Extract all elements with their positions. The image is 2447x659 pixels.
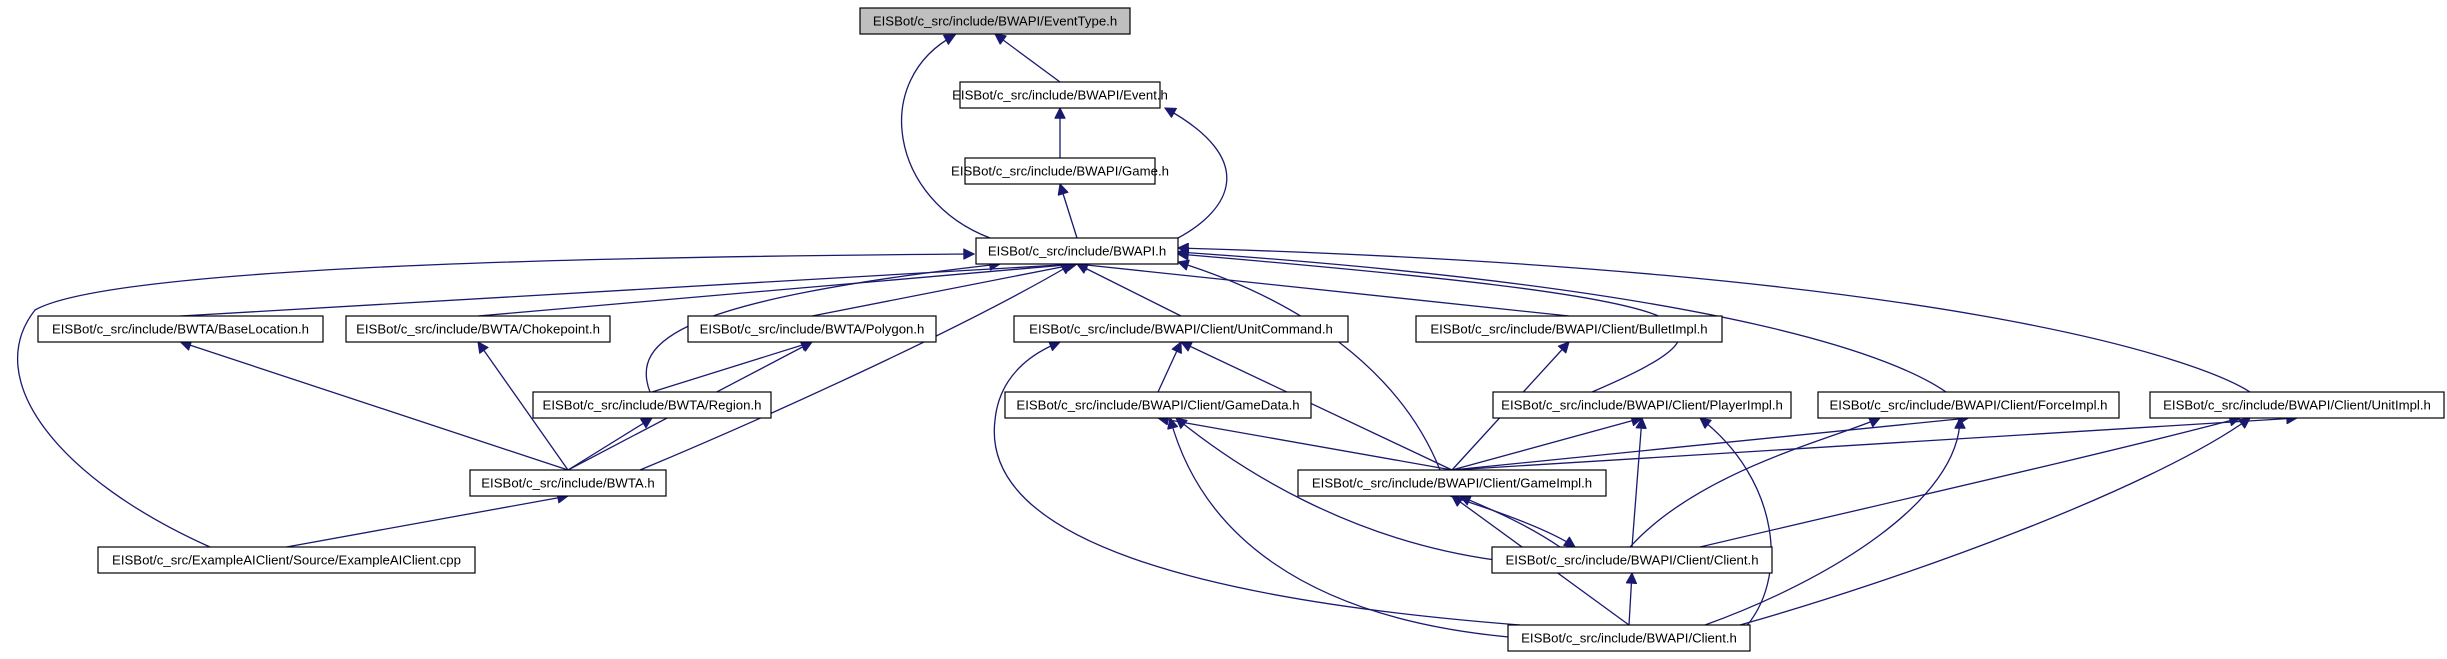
node-label: EISBot/c_src/include/BWTA/Region.h	[543, 398, 762, 413]
node-box	[1507, 624, 1751, 652]
node-box	[1297, 469, 1607, 497]
edge-clienth-to-unitimpl	[1739, 418, 2250, 626]
edge-gameimpl-to-playerimpl	[1451, 418, 1642, 471]
edge-exampleai-to-bwta	[286, 496, 569, 548]
edge-gamedata-to-unitcommand	[1157, 342, 1181, 393]
node-clienth[interactable]: EISBot/c_src/include/BWAPI/Client.h	[1507, 624, 1751, 652]
node-box	[964, 157, 1156, 185]
node-event[interactable]: EISBot/c_src/include/BWAPI/Event.h	[952, 81, 1168, 109]
node-unitcommand[interactable]: EISBot/c_src/include/BWAPI/Client/UnitCo…	[1013, 315, 1349, 343]
node-bwapi[interactable]: EISBot/c_src/include/BWAPI.h	[975, 237, 1179, 265]
edge-clientclient-to-gamedata	[1176, 418, 1496, 561]
edge-bwapi-to-game	[1060, 184, 1078, 239]
edge-gameimpl-to-clientclient	[1449, 495, 1575, 547]
node-polygon[interactable]: EISBot/c_src/include/BWTA/Polygon.h	[687, 315, 937, 343]
node-box	[37, 315, 324, 343]
edge-bwapi-to-eventtype	[900, 34, 991, 239]
node-eventtype: EISBot/c_src/include/BWAPI/EventType.h	[859, 7, 1131, 35]
node-baselocation[interactable]: EISBot/c_src/include/BWTA/BaseLocation.h	[37, 315, 324, 343]
edge-clienth-to-forceimpl	[1704, 418, 1960, 626]
edge-unitimpl-to-bwapi	[1178, 248, 2251, 393]
edge-bwapi-to-event	[1165, 107, 1228, 239]
edge-clienth-to-gamedata	[1170, 418, 1521, 639]
edge-unitcommand-to-bwapi	[1077, 263, 1182, 317]
node-box	[687, 315, 937, 343]
node-bulletimpl[interactable]: EISBot/c_src/include/BWAPI/Client/Bullet…	[1415, 315, 1723, 343]
node-box	[1491, 546, 1773, 574]
node-label: EISBot/c_src/include/BWAPI/Game.h	[951, 164, 1169, 179]
node-game[interactable]: EISBot/c_src/include/BWAPI/Game.h	[951, 157, 1169, 185]
edge-forceimpl-to-bwapi	[1178, 252, 1947, 393]
node-label: EISBot/c_src/include/BWAPI/Event.h	[952, 88, 1168, 103]
node-box	[532, 391, 772, 419]
node-box	[469, 469, 667, 497]
node-bwta[interactable]: EISBot/c_src/include/BWTA.h	[469, 469, 667, 497]
edge-bwta-to-bwapi	[639, 264, 1072, 471]
node-label: EISBot/c_src/include/BWAPI/Client/GameDa…	[1016, 398, 1299, 413]
node-box	[2149, 391, 2445, 419]
edge-clienth-to-clientclient	[1629, 573, 1632, 626]
node-label: EISBot/c_src/include/BWAPI/Client/Bullet…	[1430, 322, 1707, 337]
node-region[interactable]: EISBot/c_src/include/BWTA/Region.h	[532, 391, 772, 419]
node-box	[1415, 315, 1723, 343]
edge-exampleai-to-bwapi	[17, 254, 974, 548]
node-box	[959, 81, 1161, 109]
node-label: EISBot/c_src/include/BWAPI/EventType.h	[873, 14, 1117, 29]
edge-gameimpl-to-gamedata	[1158, 418, 1453, 471]
node-exampleai[interactable]: EISBot/c_src/ExampleAIClient/Source/Exam…	[97, 546, 476, 574]
node-box	[1004, 391, 1312, 419]
node-label: EISBot/c_src/include/BWTA/Chokepoint.h	[356, 322, 600, 337]
node-gameimpl[interactable]: EISBot/c_src/include/BWAPI/Client/GameIm…	[1297, 469, 1607, 497]
edge-bulletimpl-to-bwapi	[1077, 264, 1570, 317]
edge-playerimpl-to-bwapi	[1178, 254, 1681, 393]
edge-clientclient-to-gameimpl	[1460, 496, 1561, 548]
node-box	[859, 7, 1131, 35]
edge-bwta-to-baselocation	[181, 342, 569, 471]
node-label: EISBot/c_src/include/BWAPI/Client/ForceI…	[1829, 398, 2107, 413]
node-forceimpl[interactable]: EISBot/c_src/include/BWAPI/Client/ForceI…	[1817, 391, 2120, 419]
edge-gameimpl-to-unitcommand	[1181, 342, 1453, 471]
edge-event-to-eventtype	[995, 34, 1061, 83]
nodes: EISBot/c_src/include/BWAPI/EventType.hEI…	[37, 7, 2445, 652]
edge-clientclient-to-forceimpl	[1629, 418, 1880, 548]
node-label: EISBot/c_src/include/BWTA/BaseLocation.h	[52, 322, 309, 337]
node-label: EISBot/c_src/include/BWTA.h	[481, 476, 654, 491]
node-box	[1492, 391, 1792, 419]
node-clientclient[interactable]: EISBot/c_src/include/BWAPI/Client/Client…	[1491, 546, 1773, 574]
node-label: EISBot/c_src/include/BWAPI/Client/GameIm…	[1312, 476, 1592, 491]
edge-clientclient-to-playerimpl	[1631, 418, 1642, 548]
node-label: EISBot/c_src/include/BWAPI/Client/UnitCo…	[1029, 322, 1333, 337]
node-label: EISBot/c_src/include/BWAPI.h	[988, 244, 1166, 259]
node-label: EISBot/c_src/include/BWAPI/Client/UnitIm…	[2163, 398, 2431, 413]
edge-clienth-to-unitcommand	[993, 342, 1521, 626]
edge-clientclient-to-unitimpl	[1699, 418, 2240, 548]
edge-bwta-to-region	[567, 418, 652, 471]
edge-clienth-to-playerimpl	[1700, 418, 1772, 631]
node-label: EISBot/c_src/include/BWAPI/Client/Player…	[1501, 398, 1783, 413]
edge-bwta-to-chokepoint	[478, 342, 569, 471]
node-unitimpl[interactable]: EISBot/c_src/include/BWAPI/Client/UnitIm…	[2149, 391, 2445, 419]
edge-gameimpl-to-unitimpl	[1451, 418, 2297, 471]
edge-gameimpl-to-bwapi	[1178, 262, 1441, 471]
node-label: EISBot/c_src/include/BWAPI/Client.h	[1521, 631, 1737, 646]
edge-region-to-polygon	[651, 342, 812, 393]
edge-polygon-to-bwapi	[811, 264, 1077, 317]
edge-gameimpl-to-forceimpl	[1451, 418, 1969, 471]
node-box	[975, 237, 1179, 265]
node-chokepoint[interactable]: EISBot/c_src/include/BWTA/Chokepoint.h	[345, 315, 611, 343]
node-label: EISBot/c_src/include/BWAPI/Client/Client…	[1505, 553, 1758, 568]
edge-chokepoint-to-bwapi	[477, 264, 1077, 317]
node-box	[97, 546, 476, 574]
node-label: EISBot/c_src/include/BWTA/Polygon.h	[700, 322, 925, 337]
node-label: EISBot/c_src/ExampleAIClient/Source/Exam…	[112, 553, 461, 568]
edges	[17, 34, 2297, 639]
node-box	[1817, 391, 2120, 419]
node-box	[345, 315, 611, 343]
node-gamedata[interactable]: EISBot/c_src/include/BWAPI/Client/GameDa…	[1004, 391, 1312, 419]
node-box	[1013, 315, 1349, 343]
node-playerimpl[interactable]: EISBot/c_src/include/BWAPI/Client/Player…	[1492, 391, 1792, 419]
